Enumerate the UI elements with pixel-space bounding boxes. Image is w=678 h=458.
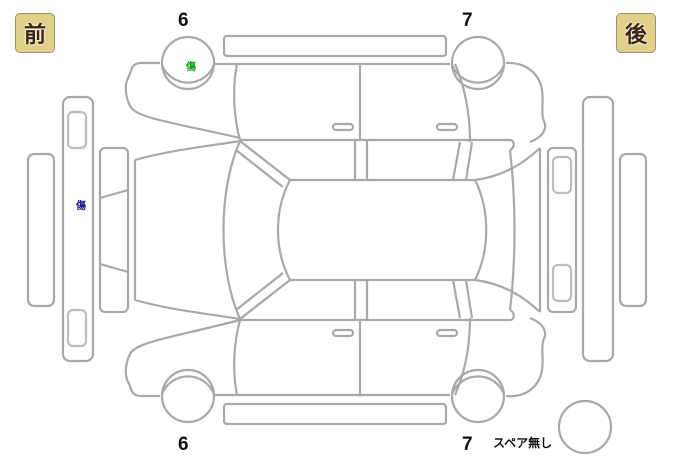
tire-number-rear-top: 7: [462, 10, 473, 31]
spare-label: スペア無し: [493, 436, 553, 450]
tire-number-front-top: 6: [178, 10, 189, 31]
rear-badge: 後: [616, 13, 656, 53]
tire-number-front-bottom: 6: [178, 434, 189, 455]
damage-mark-front-wheel[interactable]: 傷: [186, 62, 196, 73]
damage-mark-front-bumper[interactable]: 傷: [76, 201, 86, 212]
tire-number-rear-bottom: 7: [462, 434, 473, 455]
front-badge: 前: [15, 13, 55, 53]
